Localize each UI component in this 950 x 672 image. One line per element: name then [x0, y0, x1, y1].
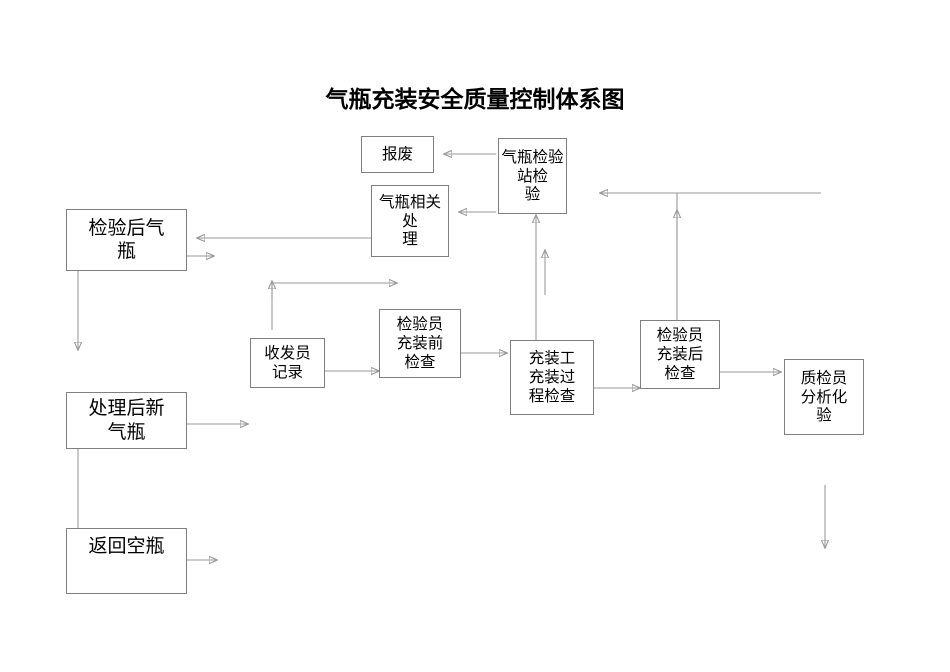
node-new-cylinder-after-handling[interactable]: 处理后新气瓶: [66, 392, 187, 449]
node-returned-empty-cylinder[interactable]: 返回空瓶: [66, 528, 187, 594]
node-inspector-pre-fill-check-label: 检验员充装前检查: [396, 315, 444, 371]
node-new-cylinder-after-handling-label: 处理后新气瓶: [88, 397, 165, 443]
node-inspector-post-fill-check-label: 检验员充装后检查: [656, 326, 704, 382]
node-dispatcher-record-label: 收发员记录: [264, 344, 311, 381]
node-cylinder-inspection-station[interactable]: 气瓶检验站检验: [498, 138, 567, 214]
node-cylinder-after-inspection[interactable]: 检验后气瓶: [66, 209, 187, 271]
node-qc-analysis-test-label: 质检员分析化验: [800, 368, 848, 425]
node-inspector-pre-fill-check[interactable]: 检验员充装前检查: [379, 309, 461, 378]
node-filler-process-check-label: 充装工充装过程检查: [528, 349, 576, 405]
node-cylinder-related-handling-label: 气瓶相关处理: [378, 192, 441, 249]
node-cylinder-related-handling[interactable]: 气瓶相关处理: [371, 185, 449, 257]
page-title: 气瓶充装安全质量控制体系图: [325, 87, 625, 113]
node-qc-analysis-test[interactable]: 质检员分析化验: [784, 359, 864, 435]
node-dispatcher-record[interactable]: 收发员记录: [250, 338, 325, 388]
node-scrap-label: 报废: [381, 145, 413, 164]
node-scrap[interactable]: 报废: [361, 136, 434, 173]
node-cylinder-after-inspection-label: 检验后气瓶: [88, 216, 165, 262]
node-cylinder-inspection-station-label: 气瓶检验站检验: [501, 147, 564, 204]
node-filler-process-check[interactable]: 充装工充装过程检查: [510, 340, 594, 415]
node-returned-empty-cylinder-label: 返回空瓶: [88, 535, 165, 557]
node-inspector-post-fill-check[interactable]: 检验员充装后检查: [640, 320, 720, 389]
edge-postfill-up-to-station-line: [676, 192, 821, 320]
